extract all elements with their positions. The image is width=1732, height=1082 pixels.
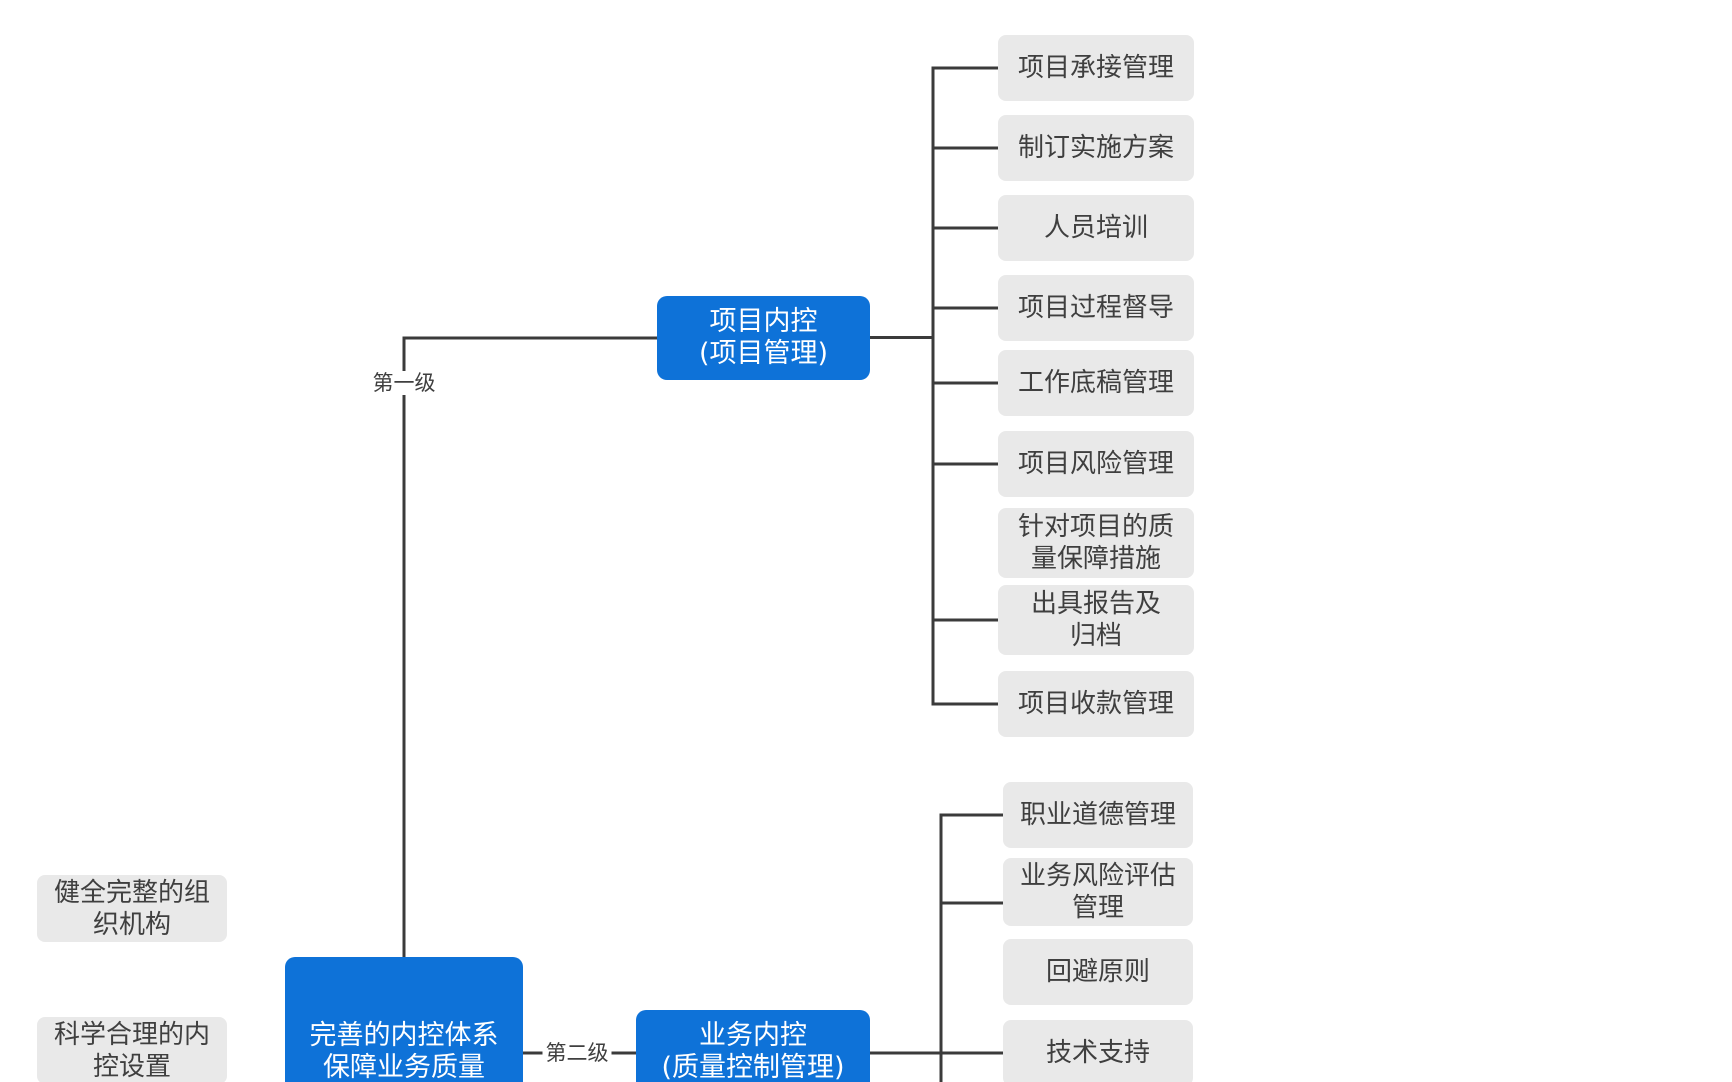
node-label-line: 技术支持 bbox=[1045, 1038, 1150, 1068]
child-node[interactable]: 项目过程督导 bbox=[998, 275, 1194, 341]
node-label-line: 织机构 bbox=[92, 909, 171, 940]
node-label-line: 项目承接管理 bbox=[1017, 53, 1174, 83]
floating-note[interactable]: 科学合理的内控设置 bbox=[37, 1017, 227, 1082]
floating-note[interactable]: 健全完整的组织机构 bbox=[37, 875, 227, 942]
node-label-line: 控设置 bbox=[92, 1051, 171, 1082]
node-label-line: 业务内控 bbox=[699, 1020, 807, 1051]
node-label-line: 项目过程督导 bbox=[1017, 293, 1174, 323]
node-label-line: 项目内控 bbox=[709, 306, 818, 337]
node-label-line: 科学合理的内 bbox=[53, 1019, 210, 1050]
node-label-line: 完善的内控体系 bbox=[309, 1020, 499, 1051]
node-label-line: 量保障措施 bbox=[1030, 544, 1161, 574]
node-label-line: 人员培训 bbox=[1043, 213, 1148, 243]
node-label-line: 职业道德管理 bbox=[1019, 800, 1176, 830]
node-label-line: 保障业务质量 bbox=[323, 1052, 485, 1082]
node-label-line: 项目收款管理 bbox=[1017, 689, 1174, 719]
node-label-line: 业务风险评估 bbox=[1019, 861, 1176, 891]
child-node[interactable]: 工作底稿管理 bbox=[998, 350, 1194, 416]
child-node[interactable]: 针对项目的质量保障措施 bbox=[998, 508, 1194, 578]
child-node[interactable]: 项目风险管理 bbox=[998, 431, 1194, 497]
node-label-line: 制订实施方案 bbox=[1017, 133, 1174, 163]
child-node[interactable]: 出具报告及归档 bbox=[998, 585, 1194, 655]
node-label-line: (质量控制管理) bbox=[661, 1052, 845, 1082]
node-label-line: 针对项目的质 bbox=[1017, 512, 1174, 542]
child-node[interactable]: 职业道德管理 bbox=[1003, 782, 1193, 848]
node-label-line: 出具报告及 bbox=[1030, 589, 1161, 619]
node-label-line: 健全完整的组 bbox=[53, 877, 210, 908]
child-node[interactable]: 项目收款管理 bbox=[998, 671, 1194, 737]
child-node[interactable]: 回避原则 bbox=[1003, 939, 1193, 1005]
branch-node-project-control[interactable]: 项目内控(项目管理) bbox=[657, 296, 870, 380]
level-label-first[interactable]: 第一级 bbox=[369, 371, 439, 395]
child-node[interactable]: 技术支持 bbox=[1003, 1020, 1193, 1082]
child-node[interactable]: 人员培训 bbox=[998, 195, 1194, 261]
branch-node-business-control[interactable]: 业务内控(质量控制管理) bbox=[636, 1010, 870, 1082]
node-label-line: (项目管理) bbox=[698, 338, 829, 369]
child-node[interactable]: 制订实施方案 bbox=[998, 115, 1194, 181]
node-label-line: 回避原则 bbox=[1045, 957, 1150, 987]
child-node[interactable]: 业务风险评估管理 bbox=[1003, 858, 1193, 926]
node-label-line: 工作底稿管理 bbox=[1017, 368, 1174, 398]
root-node[interactable]: 完善的内控体系保障业务质量 bbox=[285, 957, 523, 1082]
node-label-line: 管理 bbox=[1071, 893, 1124, 923]
node-label-line: 归档 bbox=[1069, 621, 1122, 651]
child-node[interactable]: 项目承接管理 bbox=[998, 35, 1194, 101]
node-label-line: 项目风险管理 bbox=[1017, 449, 1174, 479]
level-label-second[interactable]: 第二级 bbox=[542, 1041, 612, 1065]
